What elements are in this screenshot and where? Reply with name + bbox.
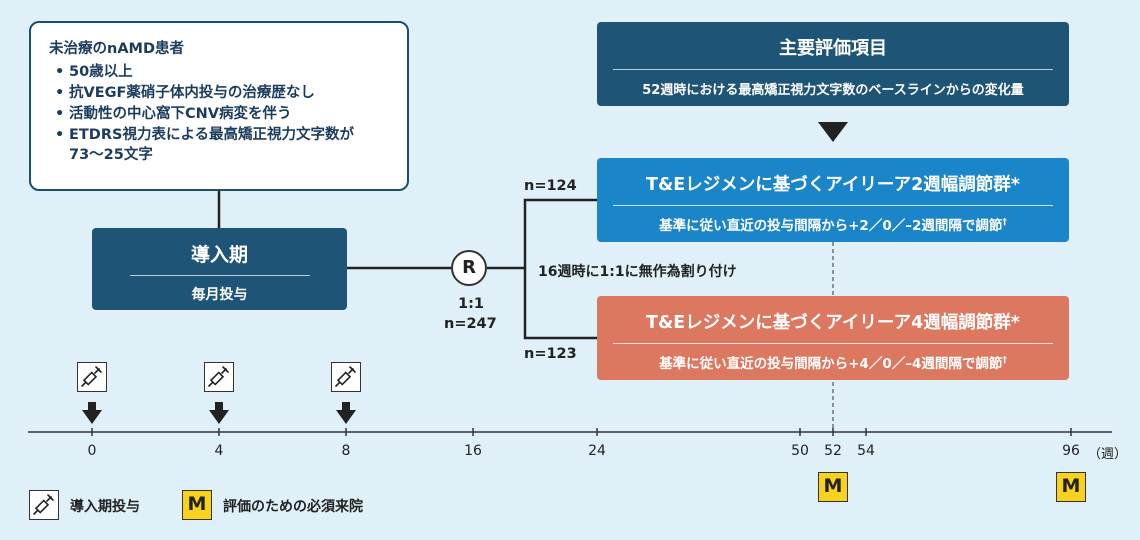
inclusion-criteria-box: 未治療のnAMD患者 50歳以上 抗VEGF薬硝子体内投与の治療歴なし 活動性の… [29, 21, 409, 191]
tick-label: 4 [214, 443, 224, 459]
branch-connector [523, 198, 597, 340]
primary-endpoint-box: 主要評価項目 52週時における最高矯正視力文字数のベースラインからの変化量 [597, 22, 1069, 106]
tick-label: 50 [791, 443, 809, 459]
injection-arrows [82, 402, 356, 424]
arm-4week-box: T&Eレジメンに基づくアイリーア4週幅調節群* 基準に従い直近の投与間隔から+4… [597, 296, 1069, 380]
tick-label: 0 [87, 443, 97, 459]
arm2-n-label: n=123 [524, 346, 577, 362]
criteria-heading: 未治療のnAMD患者 [49, 41, 185, 57]
arm-title: T&Eレジメンに基づくアイリーア4週幅調節群* [646, 313, 1020, 333]
induction-divider [129, 275, 310, 276]
visit-badge: M [818, 472, 848, 502]
syringe-icon [331, 362, 361, 392]
induction-phase-box: 導入期 毎月投与 [92, 228, 347, 310]
syringe-icon [77, 362, 107, 392]
down-arrow-icon [82, 402, 102, 424]
tick-label: 52 [824, 443, 842, 459]
criteria-item: 50歳以上 [49, 62, 391, 82]
timeline-tick-marks [91, 428, 1072, 436]
induction-title: 導入期 [190, 244, 248, 266]
endpoint-title: 主要評価項目 [779, 38, 887, 59]
randomization-total: n=247 [444, 316, 497, 332]
endpoint-divider [613, 69, 1053, 70]
timeline-unit: （週） [1088, 447, 1128, 462]
arm-subtitle: 基準に従い直近の投与間隔から+2／0／–2週間隔で調節† [659, 217, 1007, 235]
arm-title: T&Eレジメンに基づくアイリーア2週幅調節群* [646, 175, 1020, 195]
tick-label: 16 [464, 443, 482, 459]
randomization-circle: R [451, 250, 487, 286]
randomization-note: 16週時に1:1に無作為割り付け [538, 264, 737, 280]
tick-label: 96 [1062, 443, 1080, 459]
arm-divider [613, 205, 1053, 206]
down-arrow-icon [336, 402, 356, 424]
arm-2week-box: T&Eレジメンに基づくアイリーア2週幅調節群* 基準に従い直近の投与間隔から+2… [597, 158, 1069, 242]
randomization-ratio: 1:1 [458, 296, 484, 312]
tick-label: 24 [588, 443, 606, 459]
arm-subtitle: 基準に従い直近の投与間隔から+4／0／–4週間隔で調節† [659, 355, 1007, 373]
legend-visit-label: 評価のための必須来院 [223, 499, 363, 515]
criteria-item: 活動性の中心窩下CNV病変を伴う [49, 104, 391, 124]
criteria-item: 抗VEGF薬硝子体内投与の治療歴なし [49, 83, 391, 103]
endpoint-subtitle: 52週時における最高矯正視力文字数のベースラインからの変化量 [642, 83, 1024, 98]
syringe-icon [204, 362, 234, 392]
criteria-list: 50歳以上 抗VEGF薬硝子体内投与の治療歴なし 活動性の中心窩下CNV病変を伴… [49, 62, 391, 165]
induction-subtitle: 毎月投与 [191, 287, 248, 303]
tick-label: 8 [341, 443, 351, 459]
tick-label: 54 [857, 443, 875, 459]
arm1-n-label: n=124 [524, 178, 577, 194]
legend-injection-label: 導入期投与 [70, 499, 140, 515]
arm-divider [613, 343, 1053, 344]
down-arrow-icon [209, 402, 229, 424]
endpoint-arrow-icon [818, 122, 848, 142]
legend-visit-badge: M [182, 490, 212, 520]
criteria-item: ETDRS視力表による最高矯正視力文字数が73～25文字 [49, 125, 369, 165]
legend-syringe-icon [29, 490, 59, 520]
visit-badge: M [1056, 472, 1086, 502]
